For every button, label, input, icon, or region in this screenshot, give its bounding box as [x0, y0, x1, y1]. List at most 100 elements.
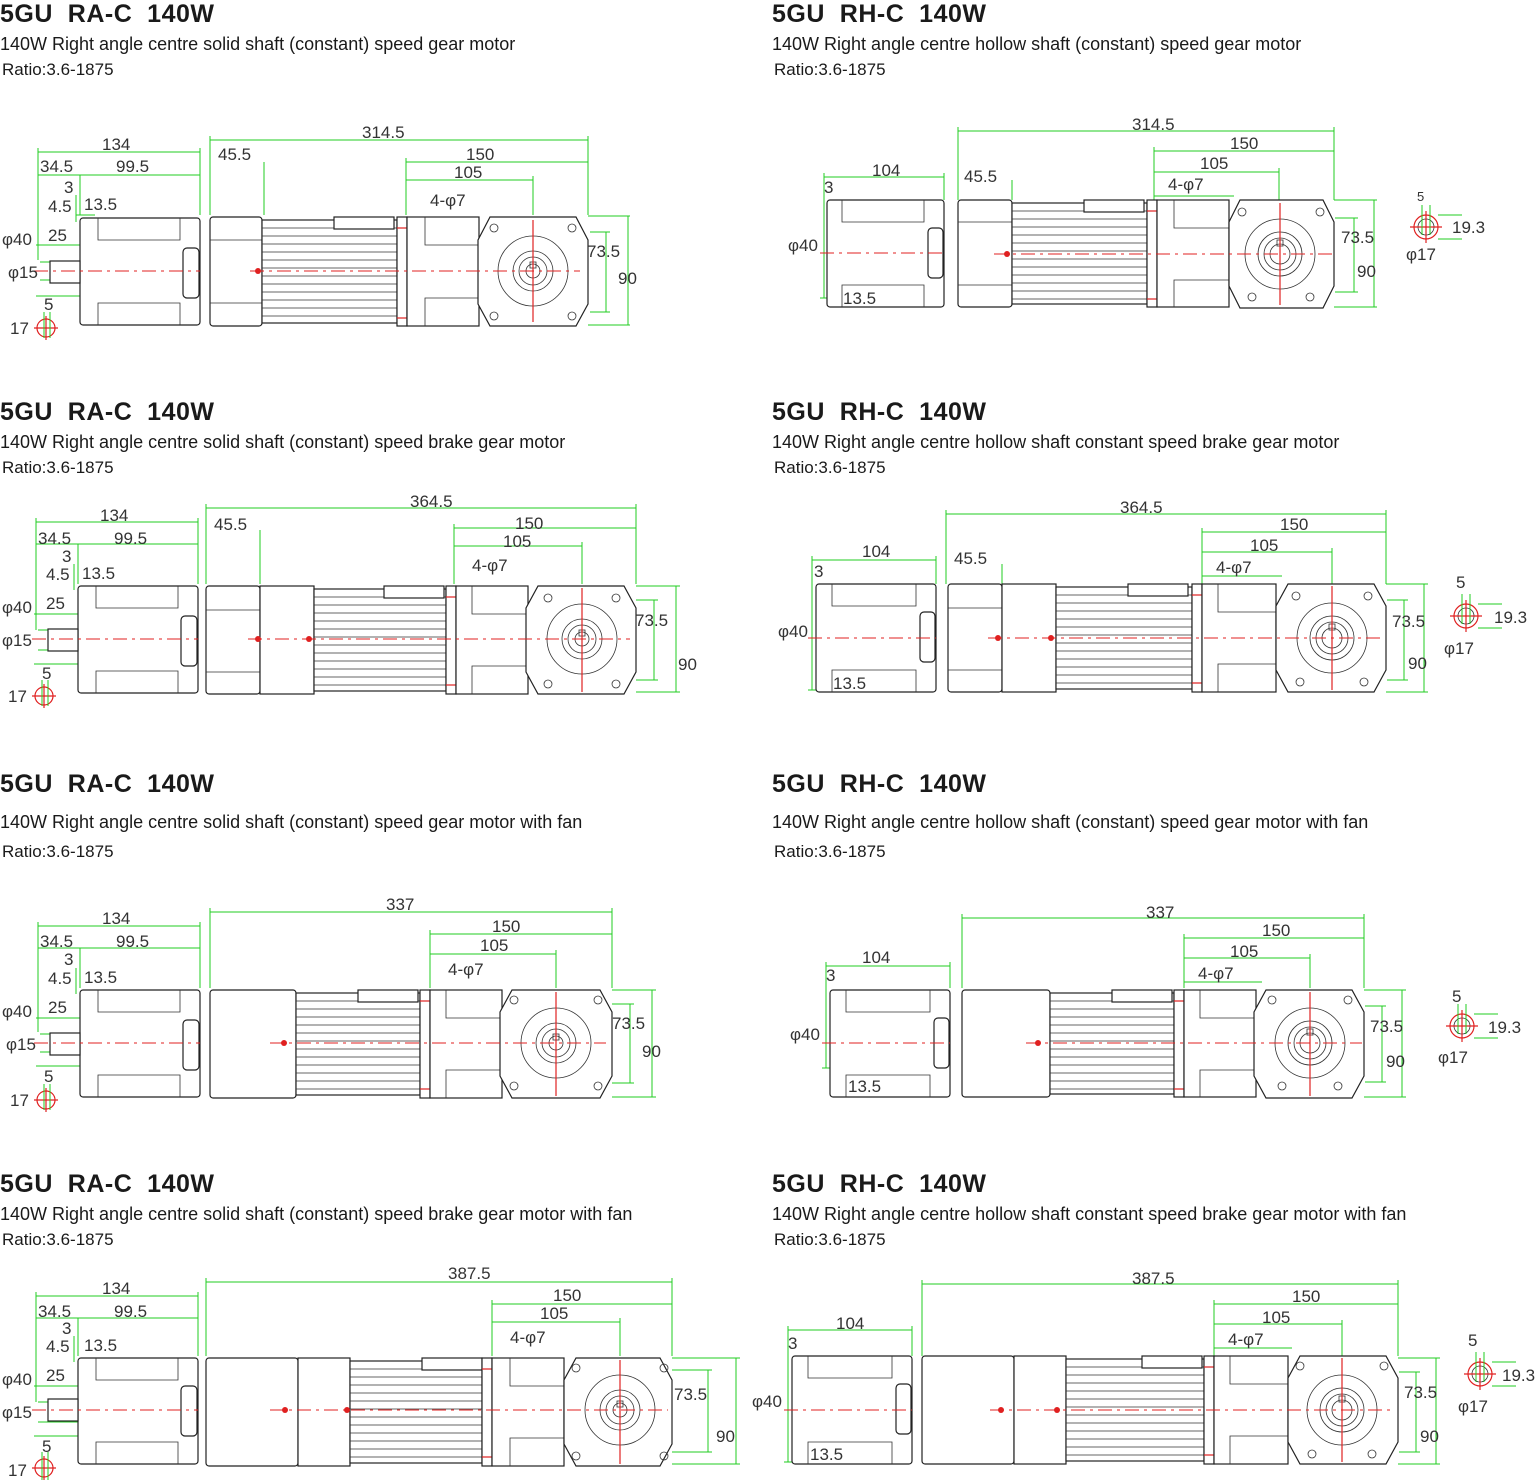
dim-45-5: 45.5 — [954, 549, 987, 568]
dim-25: 25 — [48, 998, 67, 1017]
dim-phi15: φ15 — [2, 1403, 32, 1422]
dim-150: 150 — [466, 145, 494, 164]
dimension-labels: 364.5 150 105 4-φ7 45.5 104 3 φ40 13.5 7… — [778, 498, 1527, 693]
dim-3: 3 — [62, 547, 71, 566]
dim-3: 3 — [826, 966, 835, 985]
dim-phi17: φ17 — [1458, 1397, 1488, 1416]
dim-90: 90 — [678, 655, 697, 674]
dim-overall: 337 — [386, 895, 414, 914]
dimension-labels: 364.5 150 105 4-φ7 45.5 134 34.5 99.5 3 … — [2, 492, 697, 706]
dim-overall: 314.5 — [1132, 115, 1175, 134]
panel-description: 140W Right angle centre hollow shaft con… — [772, 432, 1340, 452]
panel-title: 5GU RA-C 140W — [0, 1170, 215, 1198]
dim-4-5: 4.5 — [48, 969, 72, 988]
hollow-end-view — [820, 199, 945, 308]
dim-90: 90 — [1408, 654, 1427, 673]
dim-19-3: 19.3 — [1494, 608, 1527, 627]
panel-description: 140W Right angle centre solid shaft (con… — [0, 1204, 633, 1224]
dimension-lines — [822, 914, 1406, 1098]
dim-150: 150 — [1280, 515, 1308, 534]
dim-19-3: 19.3 — [1452, 218, 1485, 237]
dim-13-5: 13.5 — [810, 1445, 843, 1464]
dimension-labels: 314.5 150 105 4-φ7 45.5 104 3 φ40 13.5 7… — [788, 115, 1485, 308]
dim-17: 17 — [10, 319, 29, 338]
panel-rh-brake: 5GU RH-C 140W 140W Right angle centre ho… — [772, 398, 1532, 788]
ra-fan-drawing: 337 150 105 4-φ7 134 34.5 99.5 3 4.5 13.… — [2, 895, 661, 1112]
dim-4-5: 4.5 — [46, 1337, 70, 1356]
dim-holes: 4-φ7 — [430, 191, 466, 210]
dim-5: 5 — [44, 1067, 53, 1086]
rh-brake-drawing: 364.5 150 105 4-φ7 45.5 104 3 φ40 13.5 7… — [778, 498, 1527, 693]
dim-holes: 4-φ7 — [1216, 558, 1252, 577]
dim-3: 3 — [64, 178, 73, 197]
hollow-end-view — [822, 989, 951, 1098]
dim-99-5: 99.5 — [114, 529, 147, 548]
dim-13-5: 13.5 — [84, 195, 117, 214]
dim-3: 3 — [788, 1334, 797, 1353]
shaft-end-view — [32, 585, 199, 694]
dim-105: 105 — [1250, 536, 1278, 555]
dim-5: 5 — [42, 1437, 51, 1456]
panel-ratio: Ratio:3.6-1875 — [2, 842, 114, 861]
dim-phi40: φ40 — [2, 230, 32, 249]
hollow-bore-detail — [1410, 205, 1462, 243]
panel-title: 5GU RA-C 140W — [0, 770, 215, 798]
dim-90: 90 — [642, 1042, 661, 1061]
gearbox — [248, 585, 637, 695]
dimension-lines — [808, 510, 1428, 693]
panel-description: 140W Right angle centre hollow shaft (co… — [772, 812, 1369, 832]
panel-title: 5GU RA-C 140W — [0, 398, 215, 426]
dim-overall: 364.5 — [1120, 498, 1163, 517]
dimension-lines — [784, 1280, 1440, 1465]
dimension-lines — [34, 504, 680, 693]
dim-73-5: 73.5 — [587, 242, 620, 261]
dim-150: 150 — [515, 514, 543, 533]
motor-body — [349, 1357, 493, 1467]
brake-unit — [297, 1357, 351, 1467]
dim-73-5: 73.5 — [1370, 1017, 1403, 1036]
dim-34-5: 34.5 — [38, 1302, 71, 1321]
dim-134: 134 — [102, 135, 130, 154]
dim-13-5: 13.5 — [833, 674, 866, 693]
ra-brake-drawing: 364.5 150 105 4-φ7 45.5 134 34.5 99.5 3 … — [2, 492, 697, 708]
panel-ratio: Ratio:3.6-1875 — [774, 1230, 886, 1249]
dim-19-3: 19.3 — [1488, 1018, 1521, 1037]
rh-fan-drawing: 337 150 105 4-φ7 104 3 φ40 13.5 73.5 90 … — [790, 903, 1521, 1099]
panel-rh-standard: 5GU RH-C 140W 140W Right angle centre ho… — [772, 0, 1532, 390]
gearbox — [1026, 989, 1365, 1099]
dim-13-5: 13.5 — [84, 968, 117, 987]
dim-13-5: 13.5 — [843, 289, 876, 308]
panel-title: 5GU RH-C 140W — [772, 398, 987, 426]
panel-ra-brake: 5GU RA-C 140W 140W Right angle centre so… — [0, 398, 760, 788]
panel-title: 5GU RH-C 140W — [772, 770, 987, 798]
dim-3: 3 — [814, 562, 823, 581]
dim-holes: 4-φ7 — [1168, 175, 1204, 194]
dim-phi15: φ15 — [2, 631, 32, 650]
dim-holes: 4-φ7 — [1198, 964, 1234, 983]
dim-45-5: 45.5 — [964, 167, 997, 186]
panel-ra-fan: 5GU RA-C 140W 140W Right angle centre so… — [0, 770, 760, 1160]
dim-holes: 4-φ7 — [472, 556, 508, 575]
dim-105: 105 — [503, 532, 531, 551]
dim-phi40: φ40 — [752, 1392, 782, 1411]
panel-ratio: Ratio:3.6-1875 — [2, 60, 114, 79]
dim-134: 134 — [100, 506, 128, 525]
panel-description: 140W Right angle centre solid shaft (con… — [0, 34, 516, 54]
panel-description: 140W Right angle centre solid shaft (con… — [0, 812, 583, 832]
dim-holes: 4-φ7 — [510, 1328, 546, 1347]
dim-90: 90 — [1357, 262, 1376, 281]
gearbox — [250, 216, 589, 327]
dim-104: 104 — [872, 161, 900, 180]
dim-5: 5 — [44, 295, 53, 314]
panel-description: 140W Right angle centre hollow shaft con… — [772, 1204, 1407, 1224]
dimension-lines — [36, 908, 656, 1098]
dim-45-5: 45.5 — [218, 145, 251, 164]
dim-34-5: 34.5 — [40, 932, 73, 951]
dim-90: 90 — [716, 1427, 735, 1446]
shaft-key-detail — [34, 1084, 58, 1112]
dim-34-5: 34.5 — [38, 529, 71, 548]
dim-25: 25 — [46, 1366, 65, 1385]
dim-150: 150 — [553, 1286, 581, 1305]
panel-ratio: Ratio:3.6-1875 — [2, 1230, 114, 1249]
hollow-end-view — [784, 1355, 913, 1465]
